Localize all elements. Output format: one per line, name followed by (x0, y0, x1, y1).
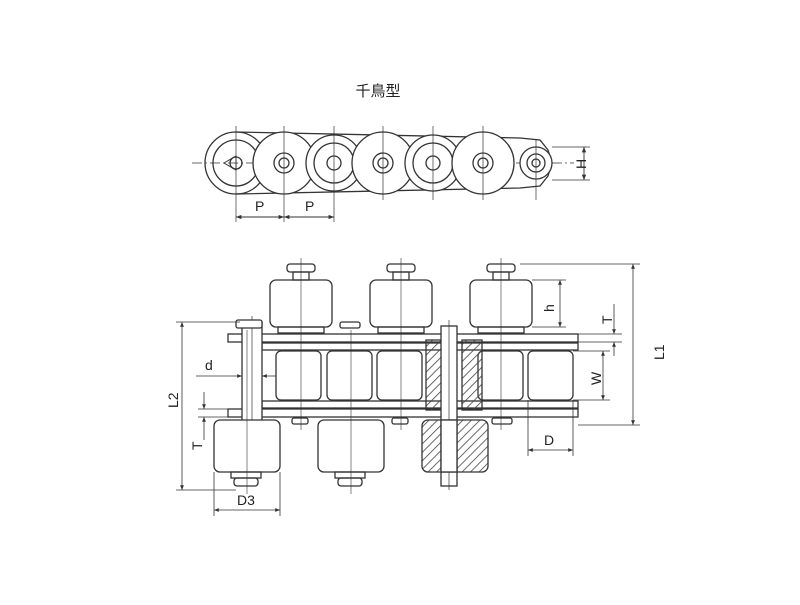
lower-inner-plate (261, 400, 579, 409)
top-view (176, 258, 640, 516)
chain-rollers (275, 350, 574, 401)
label-l2: L2 (165, 392, 181, 408)
label-big-d: D (544, 432, 554, 448)
upper-inner-plate (261, 342, 579, 351)
label-h-upper: H (573, 159, 589, 169)
label-w: W (588, 371, 604, 385)
diagram-title: 千鳥型 (355, 82, 401, 100)
label-p1: P (255, 198, 264, 214)
label-d: d (205, 357, 213, 373)
label-l1: L1 (651, 344, 667, 360)
label-p2: P (305, 198, 314, 214)
label-h-roller: h (541, 304, 557, 312)
label-t-left: T (189, 441, 205, 450)
lower-outer-plate (227, 408, 579, 418)
label-t-right: T (599, 315, 615, 324)
side-view (192, 126, 590, 222)
upper-outer-plate (227, 333, 579, 343)
label-d3: D3 (237, 492, 255, 508)
